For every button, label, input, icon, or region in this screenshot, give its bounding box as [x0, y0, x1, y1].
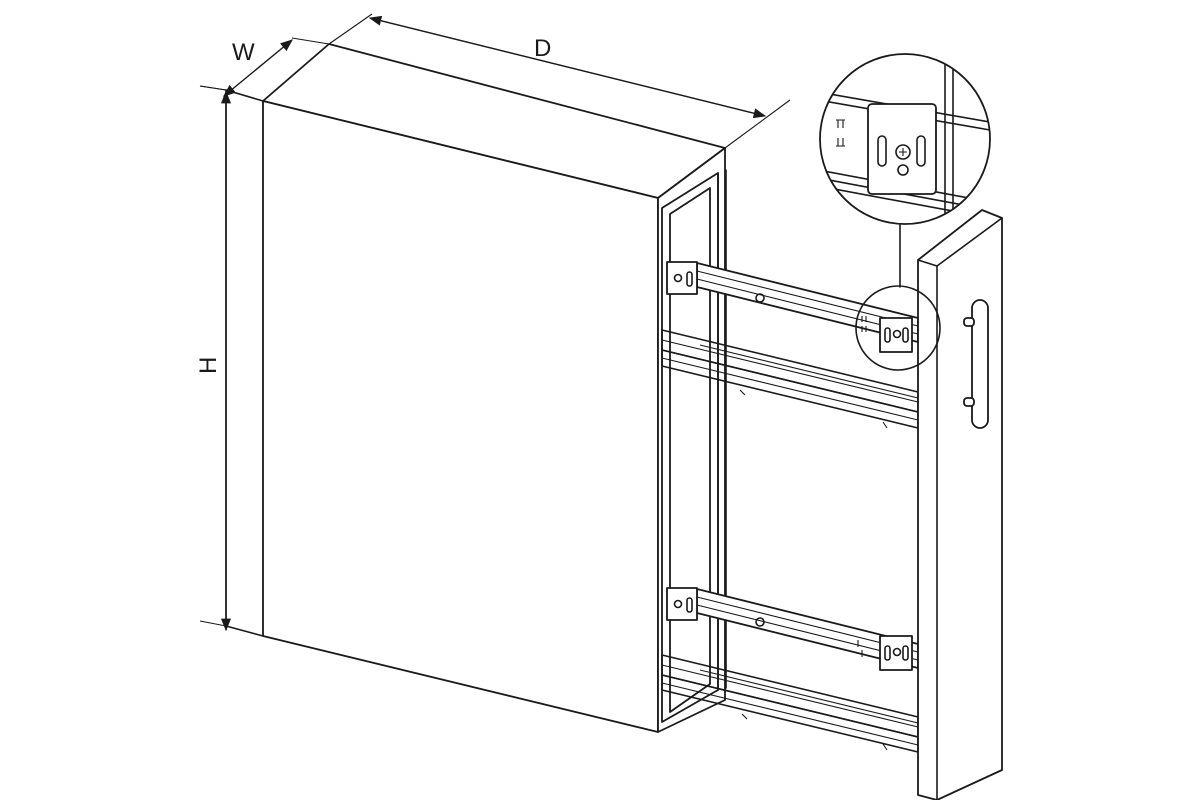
depth-label: D — [534, 35, 551, 62]
depth-dimension: D — [328, 13, 791, 149]
detail-callout-ring-icon — [855, 285, 941, 371]
height-dimension: H — [195, 85, 232, 632]
detail-magnifier-icon — [819, 53, 991, 225]
height-label: H — [195, 357, 222, 374]
front-panel-icon — [917, 209, 1003, 800]
width-label: W — [232, 39, 255, 66]
door-handle-icon — [963, 299, 989, 429]
slide-rail-top-icon — [666, 261, 919, 353]
cabinet-body-icon — [225, 43, 726, 733]
pull-out-frame-icon — [661, 169, 919, 753]
